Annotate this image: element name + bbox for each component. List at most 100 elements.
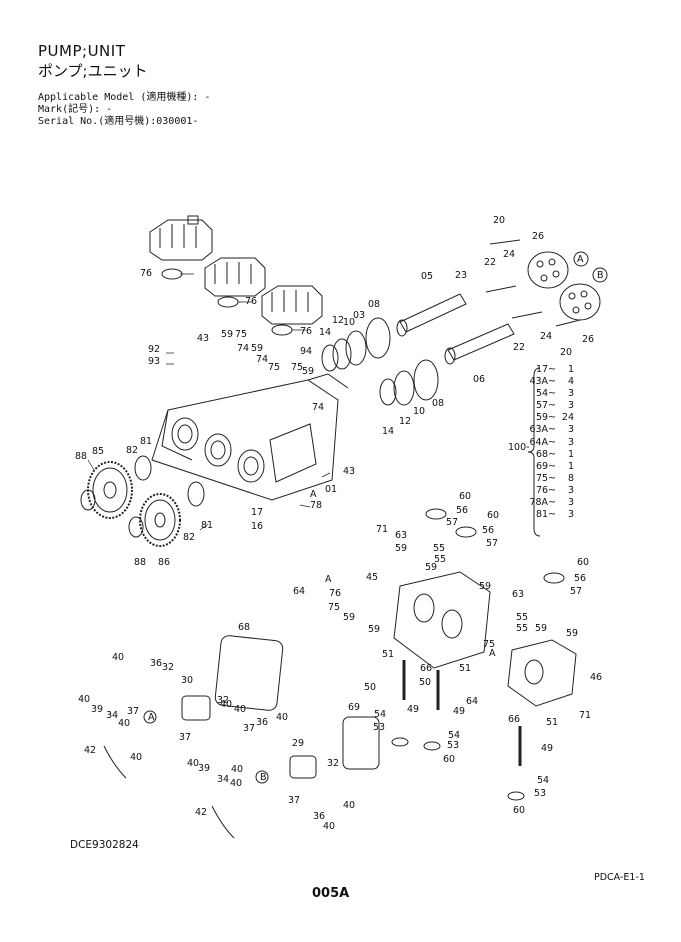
callout-43: 43 [343, 466, 355, 477]
callout-40: 40 [276, 712, 288, 723]
callout-51: 51 [546, 717, 558, 728]
qty-part: 69~ [535, 460, 556, 472]
callout-32: 32 [327, 758, 339, 769]
callout-86: 86 [158, 557, 170, 568]
callout-68: 68 [238, 622, 250, 633]
callout-81: 81 [201, 520, 213, 531]
page-reference: PDCA-E1-1 [594, 872, 645, 883]
callout-51: 51 [382, 649, 394, 660]
callout-63: 63 [512, 589, 524, 600]
qty-row: 43A~4 [522, 376, 574, 388]
callout-74: 74 [237, 343, 249, 354]
callout-55: 55 [433, 543, 445, 554]
qty-part: 75~ [535, 472, 556, 484]
callout-74: 74 [312, 402, 324, 413]
qty-value: 1 [567, 460, 574, 472]
callout-32: 32 [217, 695, 229, 706]
callout-20: 20 [493, 215, 505, 226]
control-valve-2 [204, 257, 266, 297]
callout-75: 75 [328, 602, 340, 613]
callout-49: 49 [407, 704, 419, 715]
callout-39: 39 [198, 763, 210, 774]
callout-30: 30 [181, 675, 193, 686]
callout-55: 55 [434, 554, 446, 565]
callout-55: 55 [516, 623, 528, 634]
gear-86 [139, 493, 181, 547]
callout-A: A [577, 254, 584, 265]
callout-06: 06 [473, 374, 485, 385]
callout-82: 82 [183, 532, 195, 543]
qty-value: 3 [567, 424, 574, 436]
qty-value: 1 [567, 448, 574, 460]
callout-76: 76 [300, 326, 312, 337]
callout-40: 40 [230, 778, 242, 789]
callout-37: 37 [288, 795, 300, 806]
callout-60: 60 [577, 557, 589, 568]
callout-40: 40 [234, 704, 246, 715]
callout-94: 94 [300, 346, 312, 357]
callout-82: 82 [126, 445, 138, 456]
callout-24: 24 [503, 249, 515, 260]
figure-code: DCE9302824 [70, 839, 139, 851]
callout-03: 03 [353, 310, 365, 321]
shaft-06 [444, 323, 515, 365]
qty-part: 59~ [535, 412, 556, 424]
title-japanese: ポンプ;ユニット [38, 62, 148, 80]
callout-93: 93 [148, 356, 160, 367]
callout-05: 05 [421, 271, 433, 282]
callout-57: 57 [486, 538, 498, 549]
callout-36: 36 [150, 658, 162, 669]
callout-53: 53 [447, 740, 459, 751]
callout-40: 40 [118, 718, 130, 729]
callout-59: 59 [566, 628, 578, 639]
callout-75: 75 [291, 362, 303, 373]
callout-36: 36 [256, 717, 268, 728]
qty-row: 17~1 [522, 364, 574, 376]
qty-part: 17~ [535, 364, 556, 375]
qty-row: 78A~3 [522, 497, 574, 509]
qty-part: 68~ [535, 448, 556, 460]
callout-59: 59 [395, 543, 407, 554]
cylinder-block-A [527, 251, 569, 289]
callout-59: 59 [425, 562, 437, 573]
callout-69: 69 [348, 702, 360, 713]
callout-59: 59 [479, 581, 491, 592]
qty-bracket [527, 367, 541, 537]
qty-row: 54~3 [522, 388, 574, 400]
callout-14: 14 [382, 426, 394, 437]
callout-50: 50 [364, 682, 376, 693]
callout-54: 54 [537, 775, 549, 786]
shaft-05 [396, 293, 467, 337]
callout-34: 34 [217, 774, 229, 785]
qty-value: 8 [567, 472, 574, 484]
callout-49: 49 [541, 743, 553, 754]
callout-75: 75 [235, 329, 247, 340]
callout-75: 75 [483, 639, 495, 650]
callout-57: 57 [446, 517, 458, 528]
callout-40: 40 [231, 764, 243, 775]
callout-76: 76 [329, 588, 341, 599]
bearing-rings [321, 317, 439, 406]
callout-23: 23 [455, 270, 467, 281]
qty-part: 76~ [535, 484, 556, 496]
callout-81: 81 [140, 436, 152, 447]
callout-08: 08 [368, 299, 380, 310]
cylinder-block-B [559, 283, 601, 321]
callout-56: 56 [456, 505, 468, 516]
callout-92: 92 [148, 344, 160, 355]
callout-71: 71 [376, 524, 388, 535]
callout-59: 59 [302, 366, 314, 377]
control-valve-3 [261, 285, 323, 325]
serial-number: Serial No.(適用号機):030001- [38, 116, 199, 127]
qty-part: 54~ [535, 388, 556, 400]
qty-row: 68~ 1 [522, 449, 574, 461]
callout-40: 40 [78, 694, 90, 705]
regulator-housing-46 [507, 639, 577, 707]
callout-54: 54 [374, 709, 386, 720]
qty-value: 24 [561, 412, 574, 424]
callout-A: A [310, 489, 317, 500]
callout-20: 20 [560, 347, 572, 358]
callout-B: B [260, 772, 267, 783]
